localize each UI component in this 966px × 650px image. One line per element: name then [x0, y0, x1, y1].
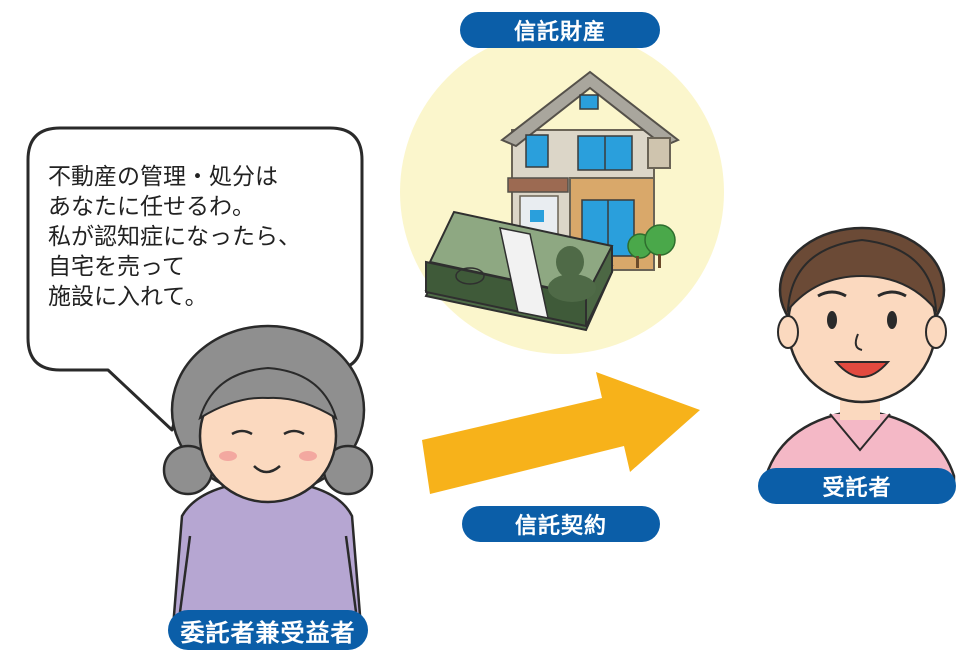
- banknote-stack-icon: [424, 210, 614, 332]
- speech-line: 私が認知症になったら、: [48, 224, 301, 250]
- speech-bubble-text: 不動産の管理・処分は あなたに任せるわ。 私が認知症になったら、 自宅を売って …: [48, 162, 348, 312]
- elderly-woman-illustration: [162, 324, 374, 640]
- man-illustration: [764, 226, 956, 492]
- trust-asset-label: 信託財産: [460, 12, 660, 48]
- speech-line: 不動産の管理・処分は: [48, 164, 278, 190]
- speech-line: 施設に入れて。: [48, 284, 208, 310]
- settlor-beneficiary-label: 委託者兼受益者: [168, 610, 368, 650]
- speech-line: あなたに任せるわ。: [48, 194, 255, 220]
- trust-contract-label: 信託契約: [462, 506, 660, 542]
- speech-line: 自宅を売って: [48, 254, 185, 280]
- trustee-label: 受託者: [758, 468, 956, 504]
- arrow-right-icon: [422, 372, 700, 494]
